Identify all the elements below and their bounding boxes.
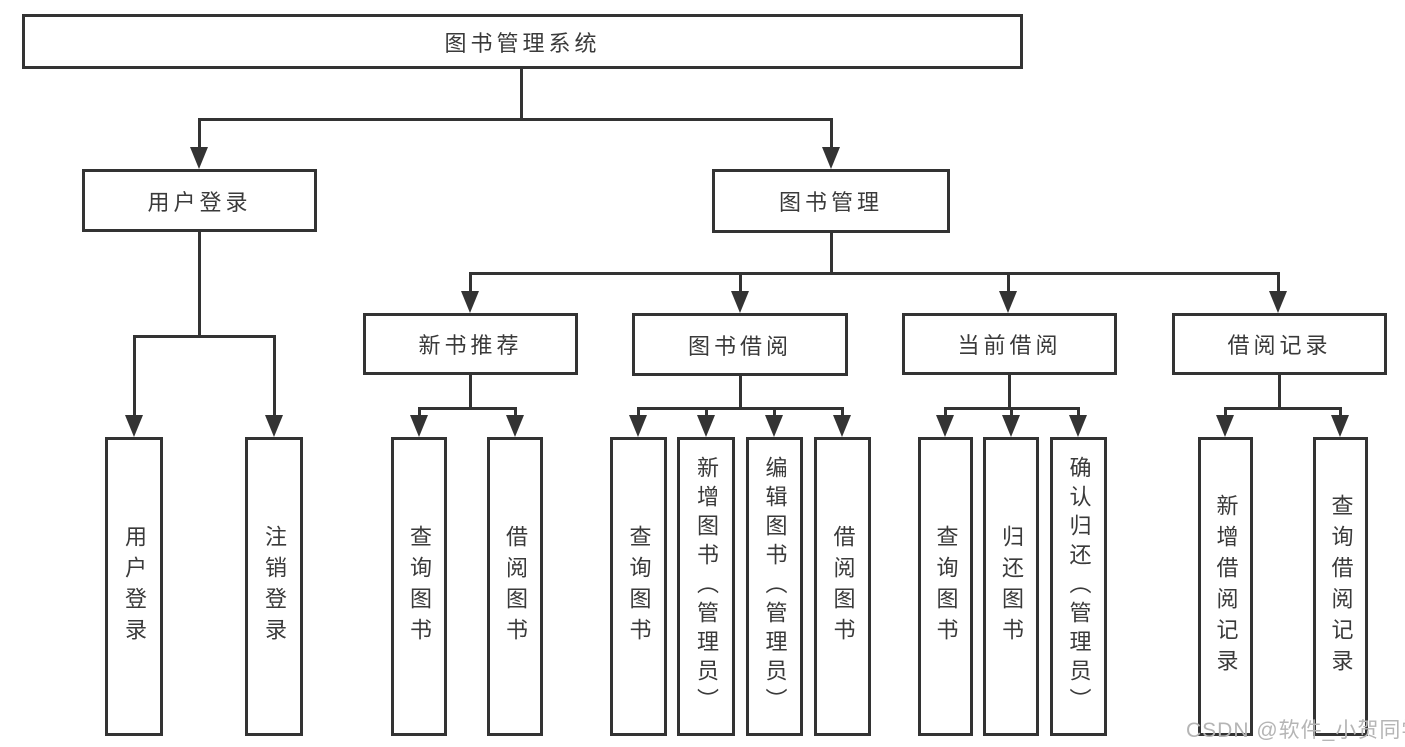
connector-vline <box>738 376 742 410</box>
connector-hline <box>197 118 833 121</box>
node-user-login: 用户登录 <box>82 169 317 232</box>
connector-arrow-stem <box>468 272 472 293</box>
node-book-borrow-label: 图书借阅 <box>687 333 792 359</box>
connector-vline <box>197 232 201 338</box>
leaf-user-login: 用户登录 <box>105 437 163 736</box>
connector-arrow-stem <box>1276 272 1280 293</box>
node-book-management: 图书管理 <box>712 169 950 233</box>
connector-arrow-stem <box>636 407 640 417</box>
leaf-confirm-return-admin-label: 确认归还（管理员） <box>1066 456 1092 717</box>
connector-arrowhead <box>936 415 954 437</box>
connector-arrow-stem <box>1006 272 1010 293</box>
connector-arrowhead <box>125 415 143 437</box>
leaf-query-books-current-label: 查询图书 <box>933 524 959 649</box>
leaf-borrow-books-recommend-label: 借阅图书 <box>503 524 528 649</box>
leaf-query-books-borrow: 查询图书 <box>610 437 667 736</box>
connector-arrow-stem <box>1009 407 1013 417</box>
connector-arrow-stem <box>197 118 201 149</box>
connector-vline <box>1007 375 1011 410</box>
connector-arrowhead <box>765 415 783 437</box>
connector-arrowhead <box>461 291 479 313</box>
leaf-query-books-recommend: 查询图书 <box>391 437 447 736</box>
leaf-borrow-books-recommend: 借阅图书 <box>487 437 543 736</box>
connector-arrowhead <box>1069 415 1087 437</box>
connector-arrow-stem <box>1223 407 1227 417</box>
connector-vline <box>829 233 833 275</box>
connector-vline <box>1277 375 1281 410</box>
leaf-query-borrow-record: 查询借阅记录 <box>1313 437 1368 736</box>
leaf-edit-book-admin: 编辑图书（管理员） <box>746 437 803 736</box>
connector-arrowhead <box>506 415 524 437</box>
connector-arrow-stem <box>417 407 421 417</box>
node-borrow-records-label: 借阅记录 <box>1227 333 1332 358</box>
leaf-add-borrow-record-label: 新增借阅记录 <box>1213 493 1239 680</box>
connector-arrowhead <box>731 291 749 313</box>
leaf-query-borrow-record-label: 查询借阅记录 <box>1328 493 1354 680</box>
node-borrow-records: 借阅记录 <box>1172 313 1387 375</box>
connector-arrow-stem <box>840 407 844 417</box>
connector-hline <box>417 407 517 410</box>
connector-arrow-stem <box>132 335 136 417</box>
leaf-add-book-admin-label: 新增图书（管理员） <box>694 456 719 717</box>
connector-arrow-stem <box>704 407 708 417</box>
connector-hline <box>636 407 844 410</box>
connector-arrowhead <box>1216 415 1234 437</box>
node-user-login-label: 用户登录 <box>147 189 252 215</box>
leaf-return-books: 归还图书 <box>983 437 1039 736</box>
node-current-borrow: 当前借阅 <box>902 313 1117 375</box>
connector-arrow-stem <box>513 407 517 417</box>
leaf-borrow-books: 借阅图书 <box>814 437 871 736</box>
connector-vline <box>519 69 523 120</box>
watermark: CSDN @软件_小贺同学 <box>1186 719 1405 742</box>
leaf-add-book-admin: 新增图书（管理员） <box>677 437 735 736</box>
connector-arrow-stem <box>943 407 947 417</box>
connector-arrowhead <box>822 147 840 169</box>
node-book-management-label: 图书管理 <box>778 190 883 215</box>
connector-hline <box>468 272 1280 275</box>
connector-hline <box>132 335 276 338</box>
leaf-add-borrow-record: 新增借阅记录 <box>1198 437 1253 736</box>
leaf-edit-book-admin-label: 编辑图书（管理员） <box>762 456 788 717</box>
leaf-borrow-books-label: 借阅图书 <box>830 524 856 649</box>
connector-arrow-stem <box>1338 407 1342 417</box>
connector-arrow-stem <box>1076 407 1080 417</box>
connector-arrow-stem <box>772 407 776 417</box>
node-current-borrow-label: 当前借阅 <box>957 333 1062 358</box>
connector-arrowhead <box>265 415 283 437</box>
connector-arrowhead <box>190 147 208 169</box>
leaf-query-books-current: 查询图书 <box>918 437 973 736</box>
connector-arrowhead <box>697 415 715 437</box>
leaf-query-books-borrow-label: 查询图书 <box>626 524 652 649</box>
connector-arrowhead <box>1002 415 1020 437</box>
connector-vline <box>468 374 472 410</box>
leaf-user-login-label: 用户登录 <box>122 524 147 649</box>
connector-arrow-stem <box>272 335 276 417</box>
leaf-return-books-label: 归还图书 <box>999 524 1024 649</box>
leaf-confirm-return-admin: 确认归还（管理员） <box>1050 437 1107 736</box>
node-book-borrow: 图书借阅 <box>632 313 848 376</box>
connector-arrowhead <box>999 291 1017 313</box>
connector-arrow-stem <box>738 272 742 293</box>
leaf-logout-label: 注销登录 <box>262 524 287 649</box>
connector-arrowhead <box>833 415 851 437</box>
connector-arrow-stem <box>829 118 833 149</box>
connector-arrowhead <box>1269 291 1287 313</box>
root-node-label: 图书管理系统 <box>444 30 601 56</box>
leaf-query-books-recommend-label: 查询图书 <box>407 524 432 649</box>
connector-arrowhead <box>1331 415 1349 437</box>
connector-arrowhead <box>629 415 647 437</box>
node-new-book-recommend-label: 新书推荐 <box>418 333 523 358</box>
node-new-book-recommend: 新书推荐 <box>363 313 578 375</box>
leaf-logout: 注销登录 <box>245 437 303 736</box>
node-library-management-system: 图书管理系统 <box>22 14 1023 69</box>
connector-hline <box>1223 407 1342 410</box>
connector-arrowhead <box>410 415 428 437</box>
